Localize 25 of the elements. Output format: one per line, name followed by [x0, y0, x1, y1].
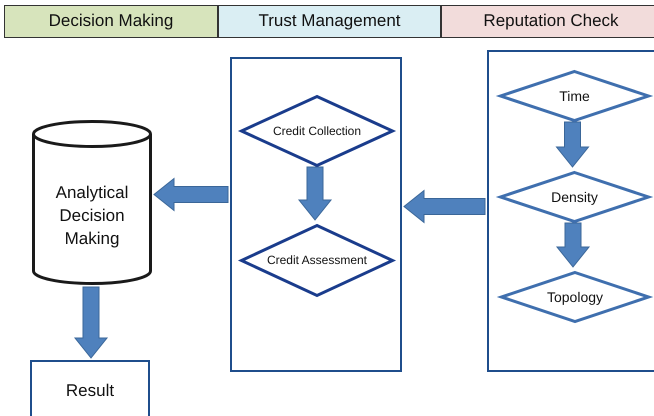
block-arrow: [556, 222, 590, 268]
diamond-label: Credit Assessment: [266, 252, 368, 269]
lane-header: Decision Making: [48, 10, 174, 32]
block-arrow: [74, 286, 108, 359]
database-cylinder: [32, 120, 152, 285]
process-box: [30, 360, 150, 416]
decision-diamond: [240, 95, 394, 167]
cylinder-label: Analytical Decision Making: [54, 182, 130, 250]
diamond-label: Time: [559, 86, 590, 106]
block-arrow: [298, 166, 332, 221]
box-label: Result: [66, 380, 114, 402]
diamond-label: Topology: [546, 288, 604, 306]
diamond-label: Credit Collection: [272, 122, 362, 140]
lane-header-band: [441, 5, 654, 38]
lane-header-band: [218, 5, 441, 38]
group-frame: [230, 57, 402, 372]
diamond-label: Density: [551, 188, 598, 206]
block-arrow: [403, 189, 486, 224]
lane-header: Reputation Check: [483, 10, 619, 32]
block-arrow: [153, 177, 228, 212]
lane-header: Trust Management: [258, 10, 401, 32]
group-frame: [487, 50, 654, 372]
decision-diamond: [240, 224, 394, 297]
block-arrow: [555, 122, 590, 168]
lane-header-band: [4, 5, 218, 38]
